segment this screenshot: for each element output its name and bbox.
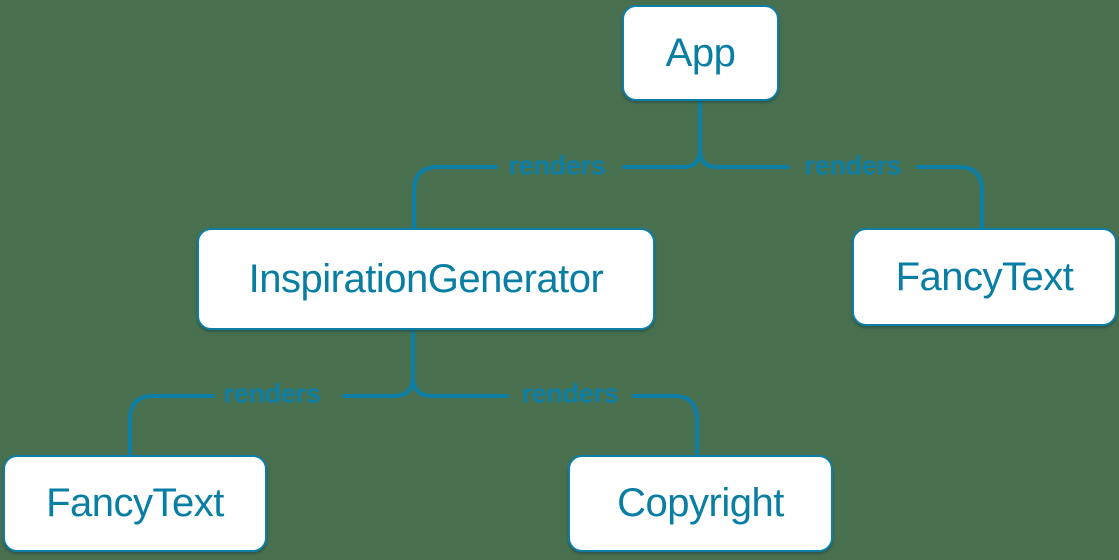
node-fancytext-bottom: FancyText [3, 455, 267, 552]
node-inspiration-generator: InspirationGenerator [197, 228, 655, 330]
edge-app-to-fancytext-segment-b [916, 165, 984, 231]
node-copyright: Copyright [568, 455, 833, 552]
node-app: App [622, 5, 779, 101]
edge-label-inspirationgenerator-fancytext: renders [223, 378, 321, 409]
edge-app-to-inspirationgenerator-segment-a [622, 99, 702, 169]
edge-inspirationgenerator-to-copyright-segment-b [632, 394, 699, 458]
node-fancytext-top-label: FancyText [895, 254, 1074, 299]
edge-app-to-fancytext-segment-a [698, 148, 790, 169]
edge-inspirationgenerator-to-copyright-segment-a [411, 375, 509, 398]
node-app-label: App [665, 30, 736, 75]
edge-app-to-inspirationgenerator-segment-b [412, 165, 498, 231]
edge-inspirationgenerator-to-fancytext-segment-b [128, 394, 215, 458]
node-fancytext-top: FancyText [852, 228, 1117, 326]
node-copyright-label: Copyright [617, 481, 784, 525]
edge-inspirationgenerator-to-fancytext-segment-a [342, 327, 415, 398]
node-fancytext-bottom-label: FancyText [46, 481, 224, 525]
edge-label-inspirationgenerator-copyright: renders [521, 378, 619, 409]
node-inspiration-generator-label: InspirationGenerator [248, 256, 604, 301]
edge-label-app-fancytext: renders [804, 150, 902, 181]
edge-label-app-inspirationgenerator: renders [508, 150, 606, 181]
